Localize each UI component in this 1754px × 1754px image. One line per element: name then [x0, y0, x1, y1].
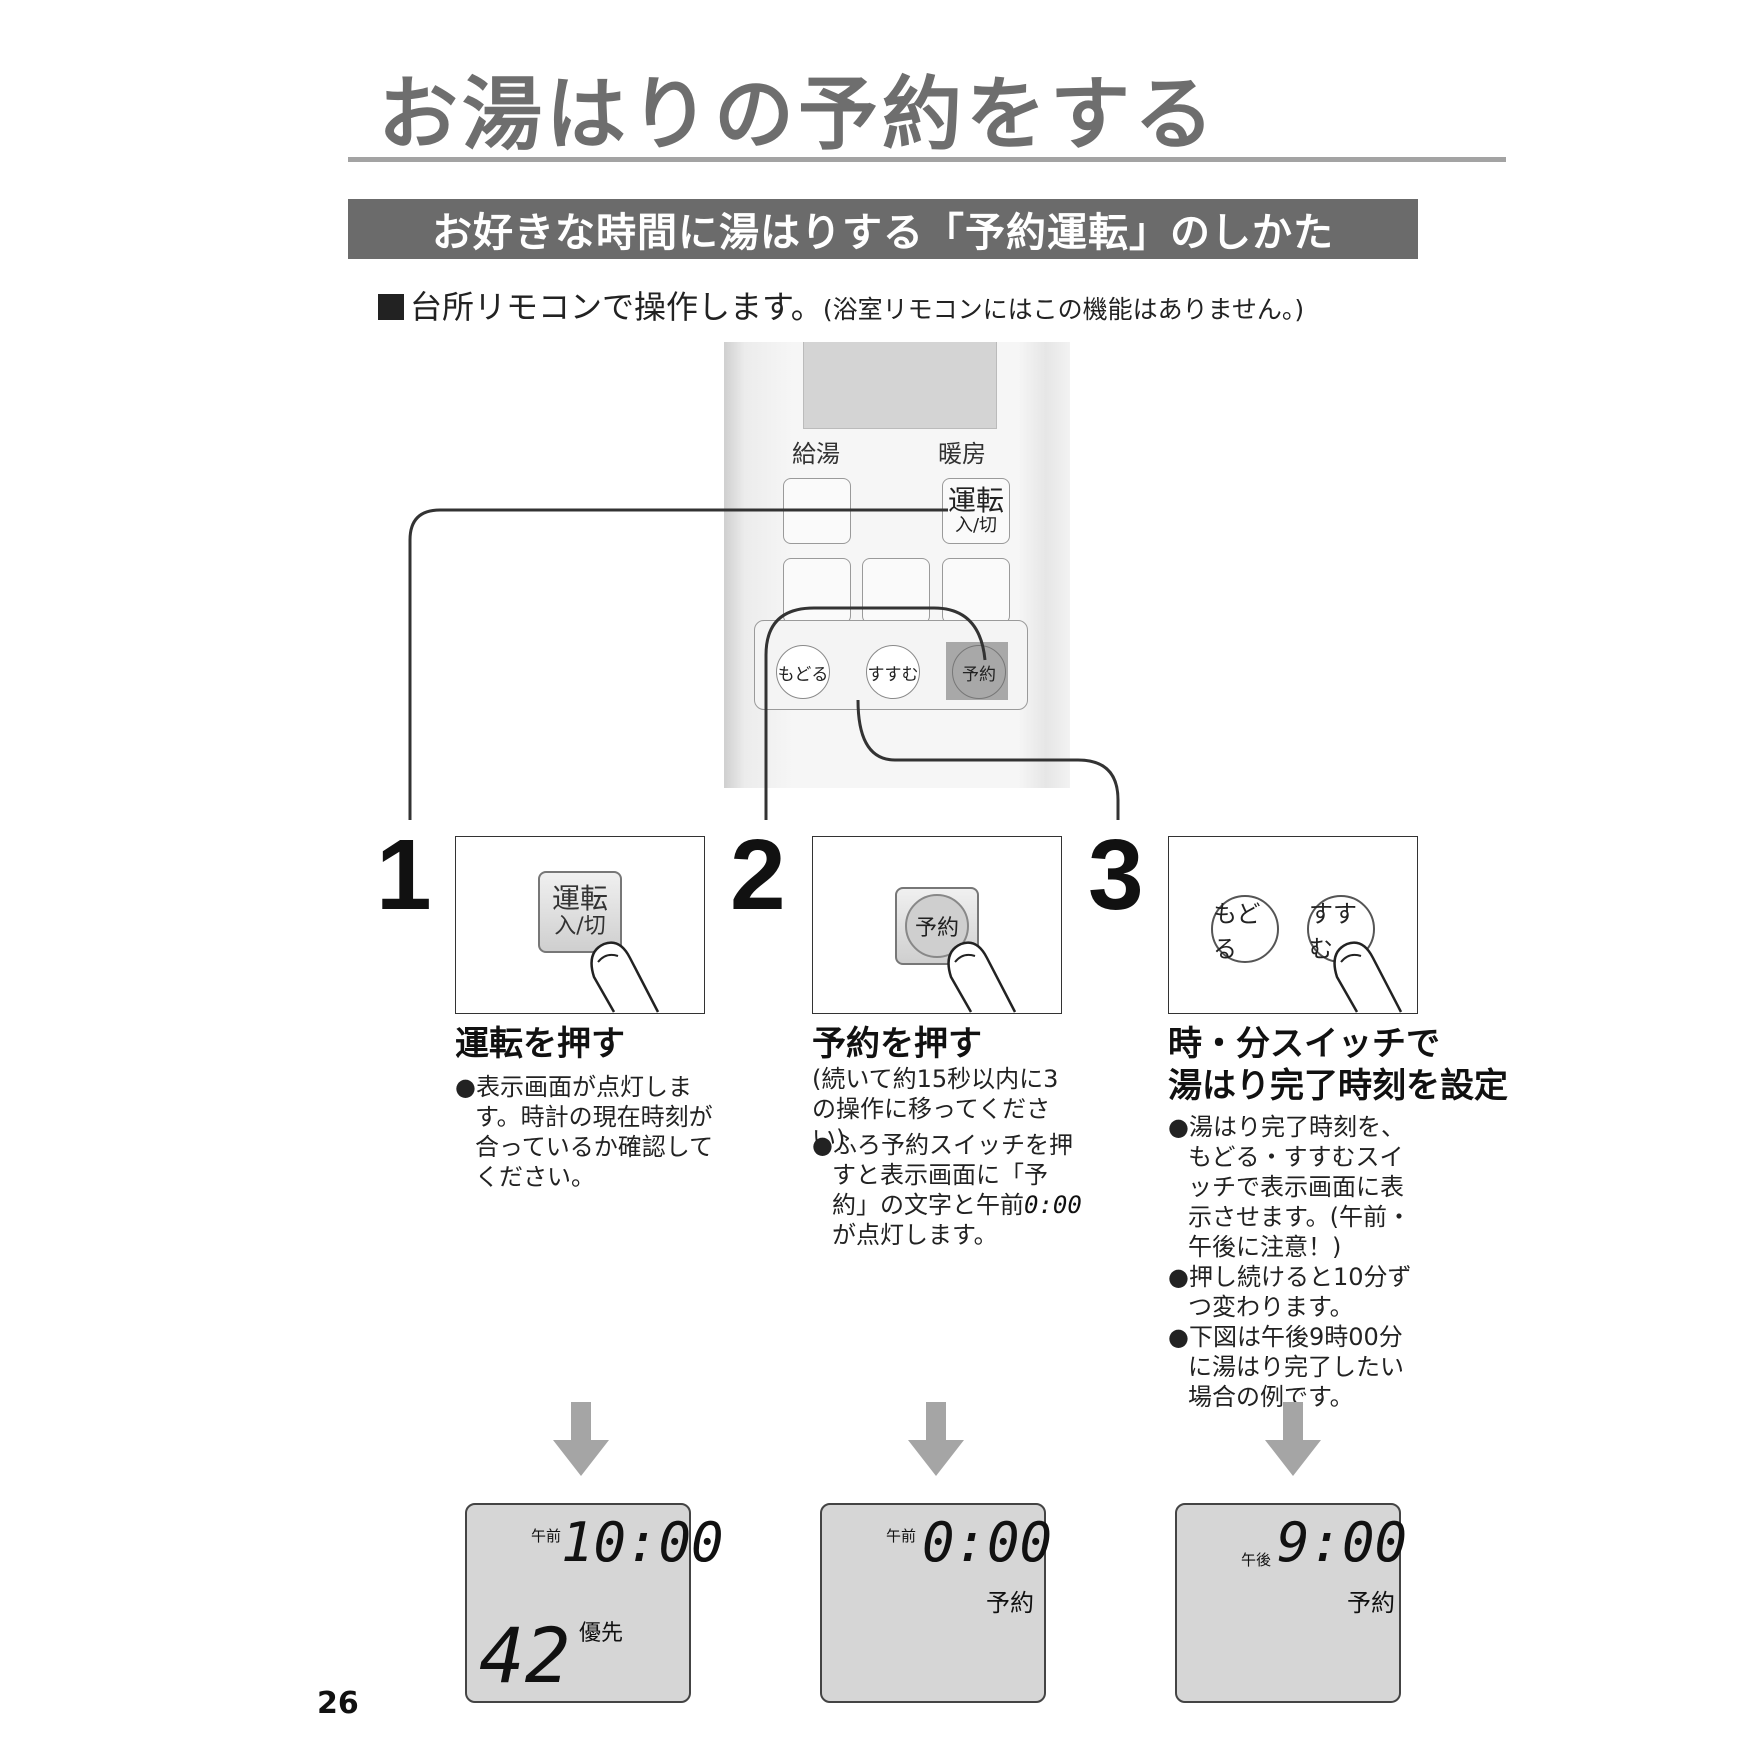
remote-button-blank [783, 558, 851, 624]
title-rule [348, 157, 1506, 162]
square-bullet-icon [378, 294, 404, 320]
step3-bullet: ●湯はり完了時刻を、もどる・すすむスイッチで表示画面に表示させます。(午前・午後… [1168, 1113, 1411, 1261]
leader-line-3 [856, 699, 1120, 820]
display-label: 予約 [1347, 1589, 1395, 1617]
step-number: 1 [376, 819, 432, 931]
display-ampm: 午前 [886, 1527, 917, 1545]
label-kyuto: 給湯 [792, 440, 840, 468]
step2-bullet-time: 0:00 [1024, 1191, 1082, 1219]
display-ampm: 午後 [1241, 1551, 1272, 1569]
display-ampm: 午前 [531, 1527, 562, 1545]
remote-unten-bottom: 入/切 [954, 515, 998, 536]
step2-bullet-prefix: ●ふろ予約スイッチを押すと表示画面に「予約」の文字と午前 [812, 1131, 1073, 1219]
step1-title: 運転を押す [455, 1024, 625, 1064]
unten-key-top: 運転 [551, 882, 608, 915]
step3-bullet: ●下図は午後9時00分に湯はり完了したい場合の例です。 [1168, 1323, 1404, 1411]
step3-bullet: ●押し続けると10分ずつ変わります。 [1168, 1263, 1412, 1321]
remote-modoru-button: もどる [776, 645, 830, 699]
modoru-key: もどる [1211, 895, 1279, 963]
step3-bullets: ●湯はり完了時刻を、もどる・すすむスイッチで表示画面に表示させます。(午前・午後… [1168, 1112, 1418, 1412]
step2-bullet: ●ふろ予約スイッチを押すと表示画面に「予約」の文字と午前0:00 が点灯します。 [812, 1130, 1082, 1250]
section-heading: お好きな時間に湯はりする「予約運転」のしかた [348, 199, 1418, 259]
note-sub: (浴室リモコンにはこの機能はありません。) [822, 295, 1305, 324]
finger-icon [947, 941, 1017, 1013]
display-step1: 午前 10:00 42 優先 [465, 1503, 724, 1703]
step1-illustration: 運転 入/切 [455, 836, 705, 1014]
step2-title: 予約を押す [812, 1024, 982, 1064]
step3-illustration: もどる すすむ [1168, 836, 1418, 1014]
display-step3: 午後 9:00 予約 [1175, 1503, 1407, 1703]
operation-note: 台所リモコンで操作します。(浴室リモコンにはこの機能はありません。) [378, 282, 1304, 328]
label-danbo: 暖房 [938, 440, 986, 468]
remote-unten-button: 運転 入/切 [942, 478, 1010, 544]
display-badge: 優先 [579, 1621, 624, 1646]
step-number: 2 [730, 819, 786, 931]
unten-key-bottom: 入/切 [554, 914, 606, 939]
kitchen-remote-illustration: 給湯 暖房 運転 入/切 もどる すすむ 予約 [724, 342, 1070, 788]
display-time: 9:00 [1277, 1511, 1408, 1574]
remote-unten-top: 運転 [947, 484, 1004, 517]
remote-susumu-button: すすむ [866, 645, 920, 699]
down-arrow-icon [908, 1402, 964, 1476]
step3-title-line1: 時・分スイッチで [1168, 1024, 1440, 1064]
note-main: 台所リモコンで操作します。 [410, 288, 823, 326]
remote-screen [803, 342, 997, 429]
down-arrow-icon [1265, 1402, 1321, 1476]
down-arrow-icon [553, 1402, 609, 1476]
step2-subnote: (続いて約15秒以内に3の操作に移ってください) [812, 1065, 1059, 1153]
step2-bullet-suffix: が点灯します。 [832, 1221, 998, 1249]
leader-line-2 [764, 606, 987, 820]
display-step2: 午前 0:00 予約 [820, 1503, 1052, 1703]
step-number: 3 [1088, 819, 1144, 931]
step3-title-line2: 湯はり完了時刻を設定 [1168, 1066, 1508, 1106]
remote-yoyaku-button: 予約 [952, 645, 1006, 699]
unten-key: 運転 入/切 [538, 871, 622, 953]
display-temperature: 42 [479, 1611, 571, 1700]
page-number: 26 [317, 1686, 359, 1721]
finger-icon [590, 941, 660, 1013]
finger-icon [1333, 941, 1403, 1013]
page-title: お湯はりの予約をする [378, 68, 1218, 161]
remote-button-blank [862, 558, 930, 624]
leader-line-1 [408, 508, 948, 820]
display-time: 10:00 [561, 1511, 724, 1574]
step1-bullet: ●表示画面が点灯します。時計の現在時刻が合っているか確認してください。 [455, 1073, 714, 1191]
step2-illustration: 予約 [812, 836, 1062, 1014]
susumu-key: すすむ [1307, 895, 1375, 963]
remote-button-blank [942, 558, 1010, 624]
display-time: 0:00 [922, 1511, 1053, 1574]
display-label: 予約 [986, 1589, 1034, 1617]
